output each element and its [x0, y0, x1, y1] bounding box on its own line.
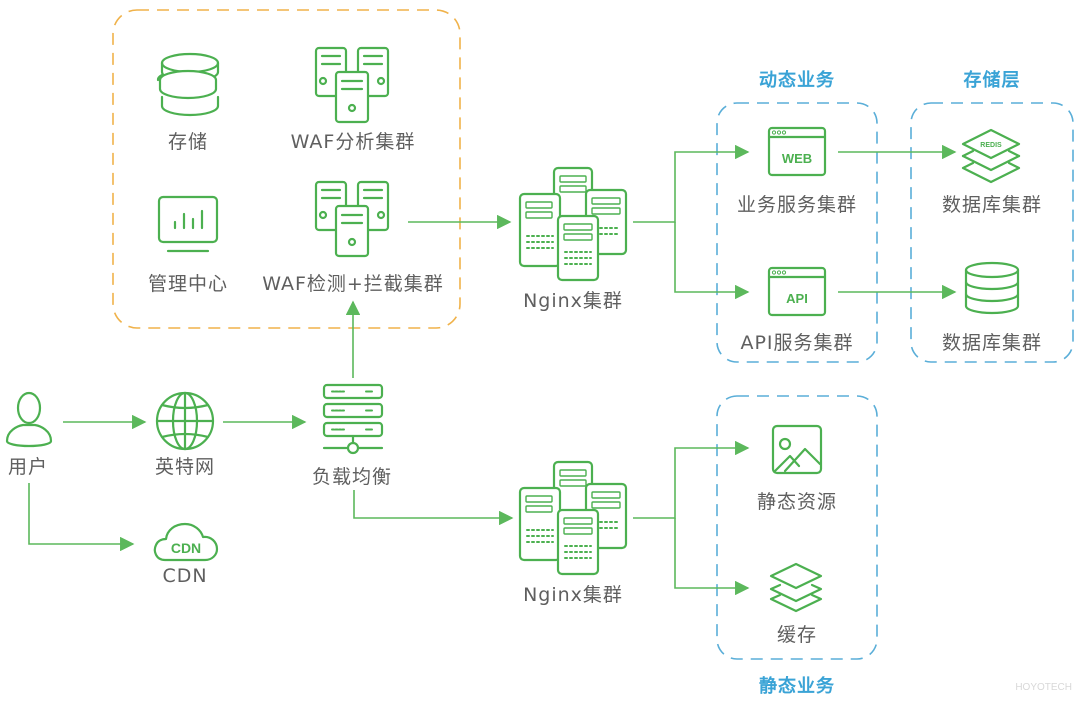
browser-window-icon — [767, 266, 827, 317]
edge-nginx-bottom-cache — [674, 518, 750, 596]
browser-window-icon — [767, 126, 827, 177]
edge-loadbalancer-nginx-bottom — [353, 490, 514, 526]
node-label-nginx-top: Nginx集群 — [523, 290, 623, 312]
monitor-chart-icon — [157, 195, 219, 253]
node-label-static-res: 静态资源 — [756, 491, 838, 513]
node-label-sql-db: 数据库集群 — [941, 332, 1043, 354]
node-label-api-service: API服务集群 — [740, 332, 854, 354]
edge-nginx-top-web — [633, 144, 750, 223]
database-icon — [964, 261, 1020, 315]
waf-zone-group — [112, 9, 461, 329]
group-title-static: 静态业务 — [759, 676, 835, 697]
node-label-storage: 存储 — [167, 131, 209, 153]
edge-nginx-top-api — [674, 222, 750, 300]
edge-nginx-bottom-static — [633, 440, 750, 519]
group-title-dynamic: 动态业务 — [759, 70, 835, 91]
user-icon — [5, 391, 53, 448]
watermark: HOYOTECH — [1015, 682, 1072, 693]
rack-cluster-icon — [518, 460, 628, 576]
node-label-cache: 缓存 — [776, 624, 818, 646]
node-label-waf-analysis: WAF分析集群 — [290, 131, 416, 153]
coin-stack-icon — [156, 52, 220, 117]
api-badge: API — [786, 291, 808, 306]
node-label-cdn: CDN — [162, 565, 208, 587]
group-title-storage: 存储层 — [963, 70, 1021, 91]
globe-icon — [155, 391, 215, 451]
layers-icon — [769, 562, 823, 613]
web-badge: WEB — [782, 151, 812, 166]
cloud-icon — [153, 522, 219, 562]
node-label-nginx-bottom: Nginx集群 — [523, 584, 623, 606]
rack-cluster-icon — [518, 166, 628, 282]
cdn-badge: CDN — [171, 540, 201, 556]
storage-layer-group — [910, 102, 1074, 363]
edge-user-cdn — [28, 483, 135, 552]
node-label-mgmt-center: 管理中心 — [147, 273, 229, 295]
layers-icon — [961, 128, 1021, 184]
node-label-user: 用户 — [7, 456, 49, 478]
dynamic-service-group — [716, 102, 878, 363]
static-service-group — [716, 395, 878, 660]
node-label-internet: 英特网 — [154, 456, 216, 478]
node-label-redis-db: 数据库集群 — [941, 194, 1043, 216]
node-label-waf-detect: WAF检测+拦截集群 — [262, 273, 444, 295]
node-label-web-service: 业务服务集群 — [736, 194, 858, 216]
image-icon — [771, 424, 823, 475]
server-cluster-icon — [314, 46, 390, 124]
load-balancer-icon — [322, 383, 384, 455]
redis-badge: REDIS — [980, 142, 1002, 149]
server-cluster-icon — [314, 180, 390, 258]
node-label-load-balancer: 负载均衡 — [311, 466, 393, 488]
